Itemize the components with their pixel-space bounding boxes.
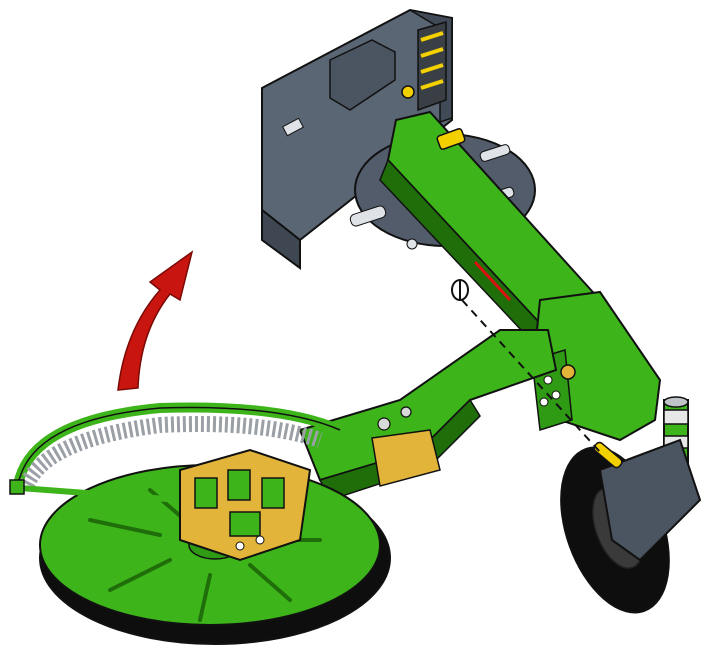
cage-window-1 [194, 477, 218, 509]
cage-window-2 [227, 469, 251, 501]
pin-icon [451, 279, 469, 301]
arm-decal [473, 260, 512, 302]
mounting-plate-side [261, 207, 301, 270]
arm-handle [436, 128, 466, 150]
disk-slot-2 [479, 144, 511, 162]
guard-strut [19, 485, 181, 503]
rotation-arrow [117, 250, 194, 391]
wheel-fork [598, 438, 702, 562]
top-clamp [329, 39, 396, 111]
disk-bolt [406, 238, 418, 250]
cage-window-4 [229, 511, 261, 537]
disk-slot-1 [349, 205, 387, 227]
mount-bracket-yellow [371, 429, 441, 487]
chain-curtain [17, 416, 323, 493]
gauge-wheel [560, 438, 702, 614]
plate-label [282, 117, 304, 137]
chain-guard [9, 402, 342, 503]
wheel-pin-handle [593, 441, 623, 469]
lower-arm [298, 329, 558, 501]
pivot-knob [560, 364, 576, 380]
cage-window-3 [261, 477, 285, 509]
alignment-guide [451, 279, 601, 453]
cage-bracket [179, 448, 312, 562]
rotate-arrow-icon [117, 250, 194, 391]
hitch-grid [417, 21, 447, 112]
hitch-pin [401, 85, 415, 99]
dashed-alignment-line [461, 299, 601, 453]
